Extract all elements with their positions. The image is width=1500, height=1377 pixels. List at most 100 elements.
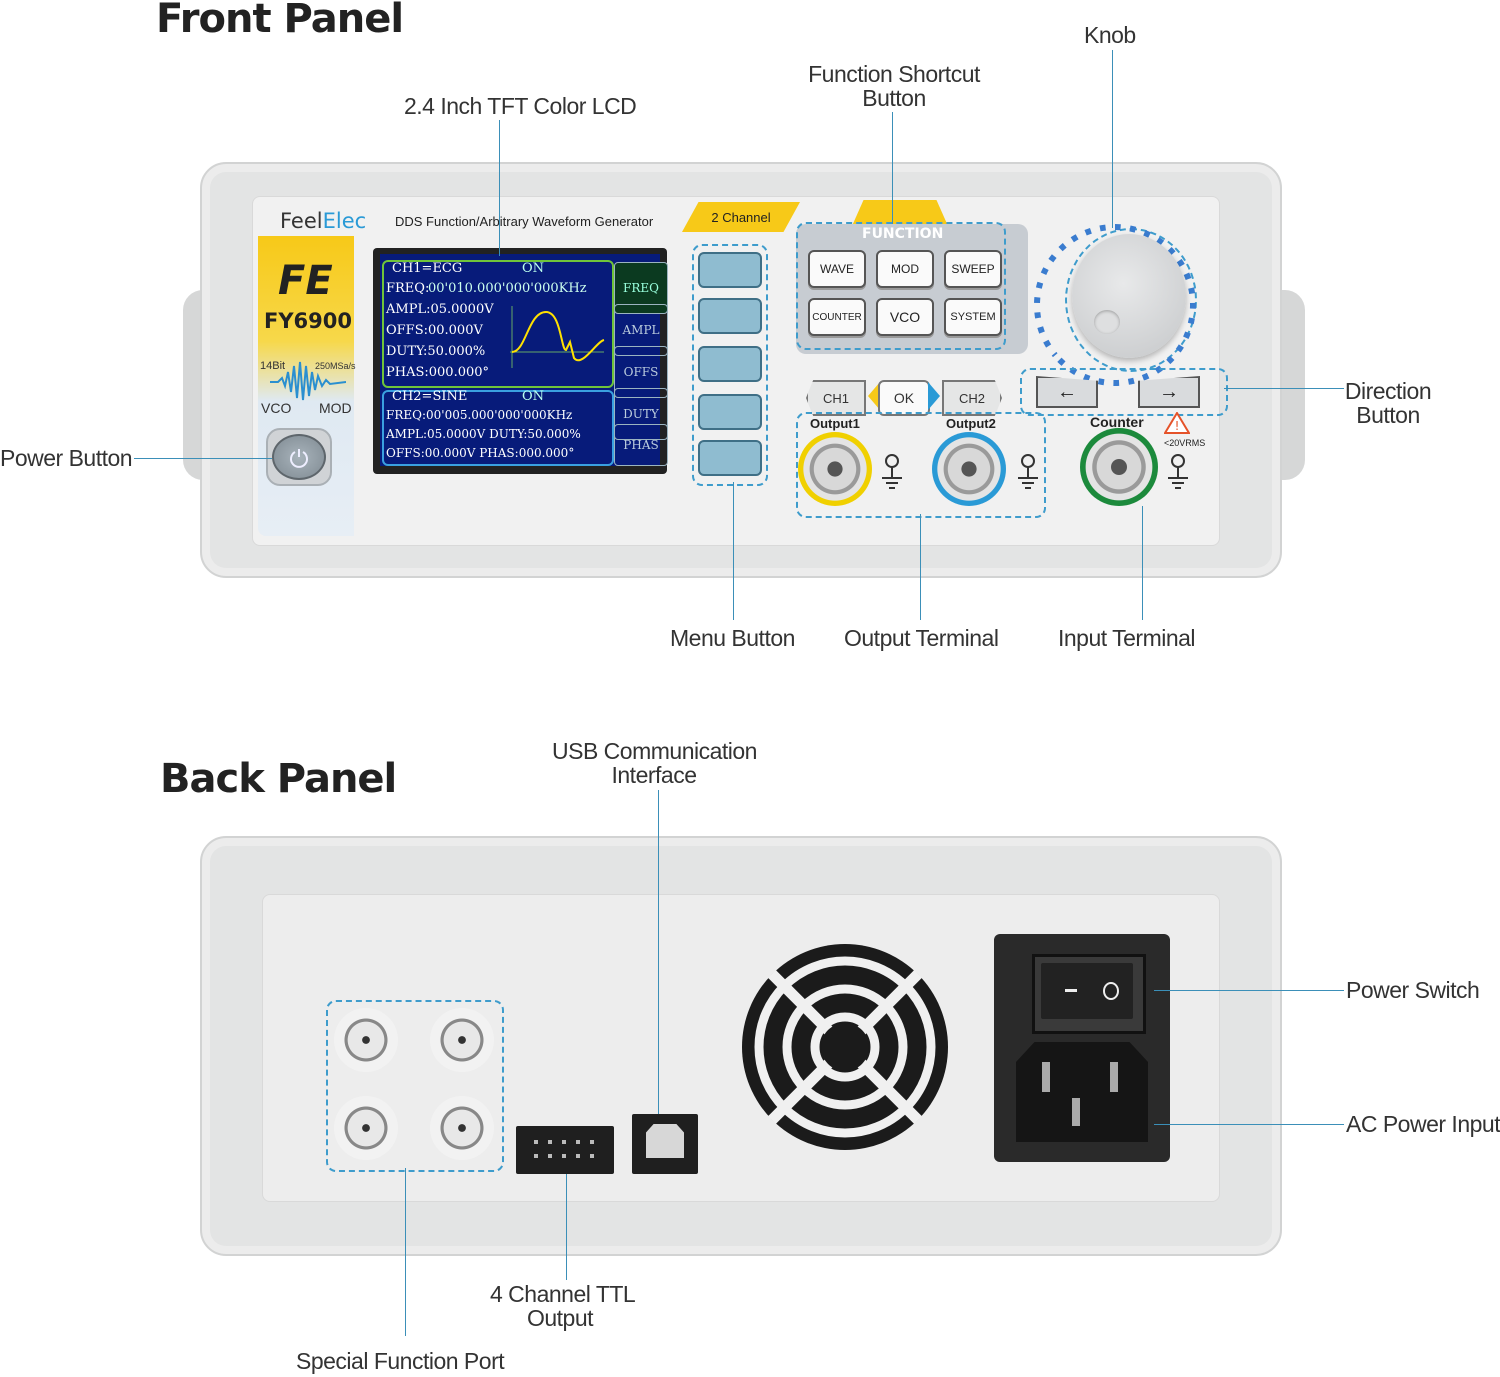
- menu-key-5[interactable]: [698, 440, 762, 476]
- lcd-freq2: FREQ:00'005.000'000'000KHz: [386, 408, 573, 422]
- ac-power-inlet[interactable]: [1016, 1042, 1148, 1142]
- lcd-offs2: OFFS:00.000V PHAS:000.000°: [386, 446, 575, 460]
- rotary-knob[interactable]: [1072, 234, 1186, 358]
- rocker-face: [1041, 963, 1133, 1019]
- power-switch[interactable]: [1032, 954, 1146, 1034]
- lcd-leader: [499, 120, 500, 256]
- fe-logo: FE: [278, 258, 333, 304]
- vco-label: VCO: [261, 400, 292, 416]
- function-button-highlight: [796, 222, 1006, 350]
- ch2-button[interactable]: CH2: [942, 380, 1002, 416]
- sweep-button[interactable]: SWEEP: [944, 250, 1002, 288]
- back-panel-heading: Back Panel: [160, 756, 397, 802]
- lcd-callout: 2.4 Inch TFT Color LCD: [404, 93, 637, 119]
- menu-button-callout: Menu Button: [670, 625, 795, 651]
- switch-off-icon: [1103, 982, 1119, 1000]
- mod-button[interactable]: MOD: [876, 250, 934, 288]
- left-arrow-icon: ←: [1057, 380, 1077, 403]
- inlet-pin-ground: [1072, 1098, 1080, 1126]
- output-terminal-highlight: [796, 412, 1046, 518]
- usb-leader: [658, 790, 659, 1114]
- brand-name: FeelElec: [280, 209, 367, 233]
- ac-power-leader: [1154, 1124, 1344, 1125]
- vco-button[interactable]: VCO: [876, 298, 934, 336]
- menu-key-3[interactable]: [698, 346, 762, 382]
- brand-strip: [258, 236, 354, 536]
- input-terminal-callout: Input Terminal: [1058, 625, 1196, 651]
- right-arrow-button[interactable]: →: [1138, 376, 1200, 408]
- ground-icon: [1018, 454, 1038, 489]
- device-subtitle: DDS Function/Arbitrary Waveform Generato…: [395, 214, 654, 229]
- warning-icon: !: [1164, 412, 1190, 434]
- lcd-freq1-label: FREQ:: [386, 281, 430, 296]
- model-label: FY6900: [264, 309, 352, 333]
- ttl-output-header[interactable]: [516, 1126, 614, 1174]
- input-leader: [1142, 506, 1143, 620]
- menu-key-2[interactable]: [698, 298, 762, 334]
- power-switch-leader: [1154, 990, 1344, 991]
- counter-input-bnc-connector[interactable]: [1080, 428, 1158, 506]
- power-button[interactable]: [272, 434, 326, 480]
- cooling-fan: [742, 944, 948, 1150]
- lcd-freq1-value: 00'010.000'000'000KHz: [428, 281, 587, 296]
- lcd-side-freq: FREQ: [614, 262, 668, 314]
- menu-leader: [733, 482, 734, 620]
- ground-icon: [1168, 454, 1188, 489]
- front-panel-heading: Front Panel: [156, 0, 404, 42]
- vrms-label: <20VRMS: [1164, 438, 1206, 448]
- lcd-phas1: PHAS:000.000°: [386, 365, 490, 380]
- lcd-ch1-on: ON: [522, 261, 545, 276]
- counter-label: Counter: [1090, 414, 1144, 430]
- ttl-leader: [566, 1174, 567, 1280]
- lcd-side-phas: PHAS: [614, 424, 668, 466]
- knob-dimple: [1094, 310, 1120, 334]
- knob-leader: [1112, 50, 1113, 228]
- lcd-ch2-header: CH2=SINE: [392, 389, 468, 404]
- switch-on-icon: [1065, 989, 1077, 992]
- system-button[interactable]: SYSTEM: [944, 298, 1002, 336]
- sync-out-bnc-port[interactable]: [334, 1096, 398, 1160]
- sync-in-bnc-port[interactable]: [430, 1096, 494, 1160]
- rate-label: 250MSa/s: [315, 361, 356, 371]
- output2-label: Output2: [946, 416, 996, 431]
- lcd-duty1: DUTY:50.000%: [386, 344, 486, 359]
- lcd-ch1-header: CH1=ECG: [392, 261, 463, 276]
- lcd-side-offs: OFFS: [614, 346, 668, 398]
- lcd-ch2-on: ON: [522, 389, 545, 404]
- left-arrow-button[interactable]: ←: [1036, 376, 1098, 408]
- ok-button[interactable]: OK: [878, 380, 930, 416]
- menu-key-4[interactable]: [698, 394, 762, 430]
- power-icon: [290, 449, 308, 468]
- fan-grille-icon: [754, 956, 936, 1138]
- output1-bnc-connector[interactable]: [798, 432, 872, 506]
- output2-bnc-connector[interactable]: [932, 432, 1006, 506]
- counter-button[interactable]: COUNTER: [808, 298, 866, 336]
- ch1-button[interactable]: CH1: [806, 380, 866, 416]
- lcd-offs1: OFFS:00.000V: [386, 323, 483, 338]
- ttl-pins-icon: [534, 1140, 594, 1158]
- output-leader: [920, 514, 921, 620]
- menu-key-1[interactable]: [698, 252, 762, 288]
- lcd-ampl2: AMPL:05.0000V DUTY:50.000%: [386, 427, 581, 441]
- usb-b-icon: [646, 1124, 684, 1158]
- lcd-screen: CH1=ECG ON FREQ: 00'010.000'000'000KHz A…: [380, 254, 668, 466]
- trigger-bnc-port[interactable]: [334, 1008, 398, 1072]
- right-arrow-icon: →: [1159, 380, 1179, 403]
- function-label: FUNCTION: [862, 226, 944, 242]
- svg-text:!: !: [1175, 419, 1180, 433]
- ground-icon: [882, 454, 902, 489]
- direction-button-highlight: [1020, 368, 1228, 416]
- ac-power-callout: AC Power Input: [1346, 1111, 1500, 1137]
- direction-leader: [1224, 388, 1344, 389]
- vco-in-bnc-port[interactable]: [430, 1008, 494, 1072]
- lcd-ch1-frame: [382, 260, 614, 388]
- mod-label: MOD: [319, 400, 352, 416]
- usb-port[interactable]: [632, 1114, 698, 1174]
- output1-label: Output1: [810, 416, 860, 431]
- channel-badge: 2 Channel: [682, 202, 800, 232]
- inlet-pin-right: [1110, 1062, 1118, 1092]
- wave-button[interactable]: WAVE: [808, 250, 866, 288]
